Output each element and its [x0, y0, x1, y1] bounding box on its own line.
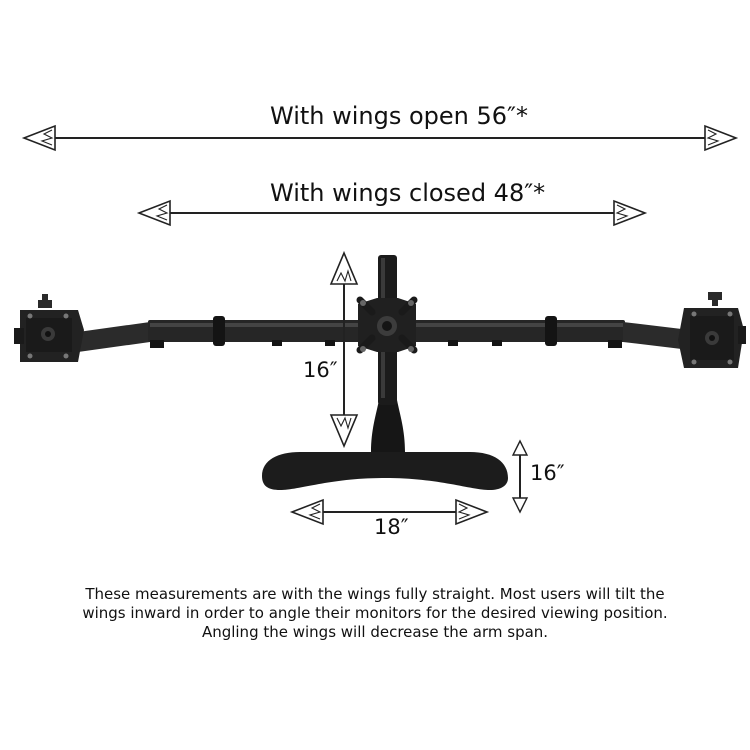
right-arrowhead-icon	[613, 199, 648, 227]
stand-pole-foot	[371, 400, 405, 452]
monitor-stand	[14, 255, 746, 490]
up-arrowhead-icon	[511, 439, 529, 456]
note-line: These measurements are with the wings fu…	[85, 585, 665, 603]
left-arrowhead-icon	[136, 199, 171, 227]
base-width-label: 18″	[374, 515, 409, 539]
left-vesa-mount	[14, 294, 84, 362]
wings-open-label: With wings open 56″*	[270, 102, 529, 130]
note-line: Angling the wings will decrease the arm …	[201, 623, 549, 641]
wings-closed-label: With wings closed 48″*	[270, 179, 546, 207]
pole-height-dimension-arrow	[329, 250, 359, 449]
right-arrowhead-icon	[704, 124, 739, 152]
base-depth-dimension-arrow	[511, 439, 529, 514]
down-arrowhead-icon	[511, 497, 529, 514]
base-depth-label: 16″	[530, 461, 565, 485]
note-line: wings inward in order to angle their mon…	[82, 604, 668, 622]
right-vesa-mount	[678, 292, 746, 368]
wings-closed-dimension-arrow	[136, 199, 648, 227]
down-arrowhead-icon	[329, 414, 359, 449]
wings-open-dimension-arrow	[21, 124, 739, 152]
left-arrowhead-icon	[21, 124, 56, 152]
right-arrowhead-icon	[455, 498, 490, 526]
base-width-dimension-arrow	[289, 498, 490, 526]
center-vesa-plate	[356, 296, 418, 354]
pole-height-label: 16″	[303, 358, 338, 382]
left-arrowhead-icon	[289, 498, 324, 526]
stand-base	[262, 452, 508, 490]
arm-beams	[78, 316, 690, 352]
measurement-note: These measurements are with the wings fu…	[40, 585, 710, 642]
up-arrowhead-icon	[329, 250, 359, 285]
